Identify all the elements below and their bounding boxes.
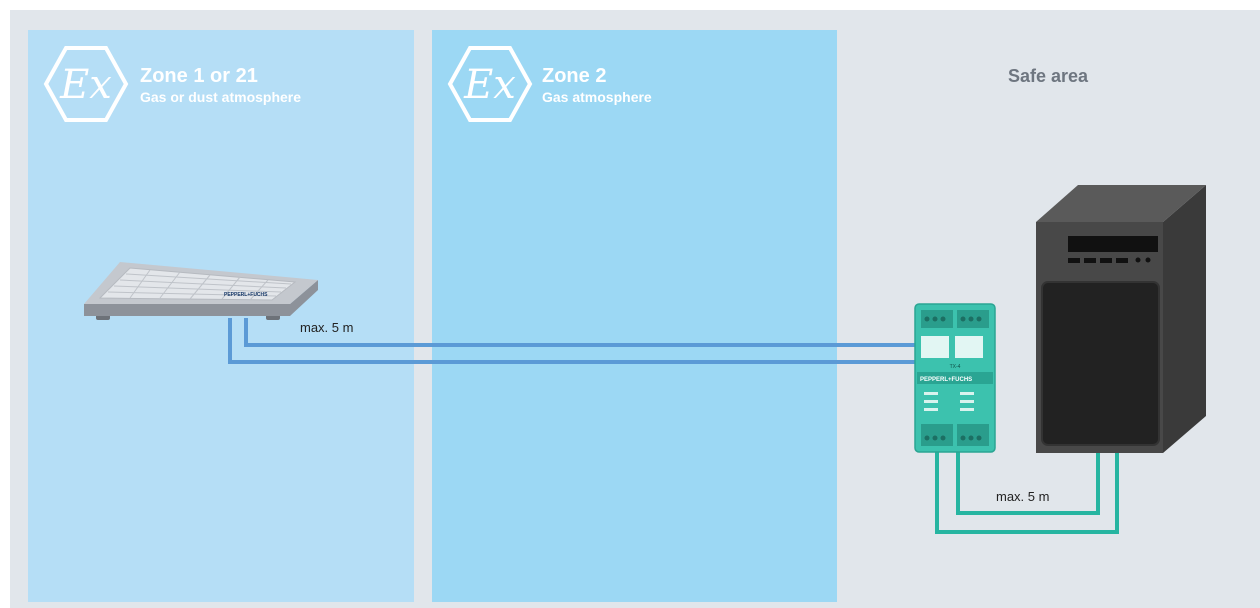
zone-2-subtitle: Gas atmosphere xyxy=(542,89,652,105)
pc-cable xyxy=(935,452,1119,534)
ex-hexagon-icon: Ex xyxy=(447,46,533,122)
kvm-extender-device: TX-4 PEPPERL+FUCHS xyxy=(914,303,996,453)
safe-area-title: Safe area xyxy=(1008,66,1089,86)
keyboard-brand-label: PEPPERL+FUCHS xyxy=(224,292,268,298)
keyboard-device: PEPPERL+FUCHS xyxy=(84,262,318,320)
extender-model-label: TX-4 xyxy=(950,364,961,370)
svg-text:Ex: Ex xyxy=(463,62,516,108)
extender-brand-label: PEPPERL+FUCHS xyxy=(920,377,972,383)
zone-1-title: Zone 1 or 21 xyxy=(140,65,258,87)
ex-hexagon-icon: Ex xyxy=(43,46,129,122)
zone-2-panel xyxy=(432,30,837,602)
zone-2-title: Zone 2 xyxy=(542,65,606,87)
pc-cable-label: max. 5 m xyxy=(996,489,1049,504)
svg-text:Ex: Ex xyxy=(59,62,112,108)
keyboard-cable xyxy=(228,318,920,364)
keyboard-cable-label: max. 5 m xyxy=(300,320,353,335)
zone-1-subtitle: Gas or dust atmosphere xyxy=(140,89,301,105)
pc-tower-device xyxy=(1036,185,1206,453)
